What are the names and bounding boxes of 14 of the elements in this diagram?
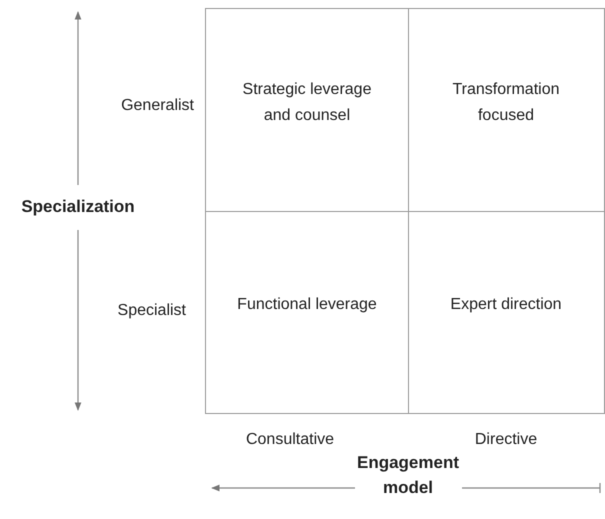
quadrant-text: Transformation focused <box>452 80 560 126</box>
quadrant-text: Strategic leverage and counsel <box>242 80 372 126</box>
axis-label: Consultative <box>244 430 336 450</box>
quadrant-box <box>408 8 605 212</box>
quadrant-text: Expert direction <box>450 295 562 315</box>
axis-label: Specialist <box>116 301 186 321</box>
axis-label: Specialization <box>20 196 136 218</box>
quadrant-box <box>205 8 409 212</box>
quadrant-box <box>408 211 605 414</box>
quadrant-box <box>205 211 409 414</box>
axis-label: Generalist <box>120 96 194 116</box>
axis-label: Engagement model <box>356 452 460 499</box>
axis-label: Directive <box>474 430 538 450</box>
quadrant-text: Functional leverage <box>237 295 377 315</box>
